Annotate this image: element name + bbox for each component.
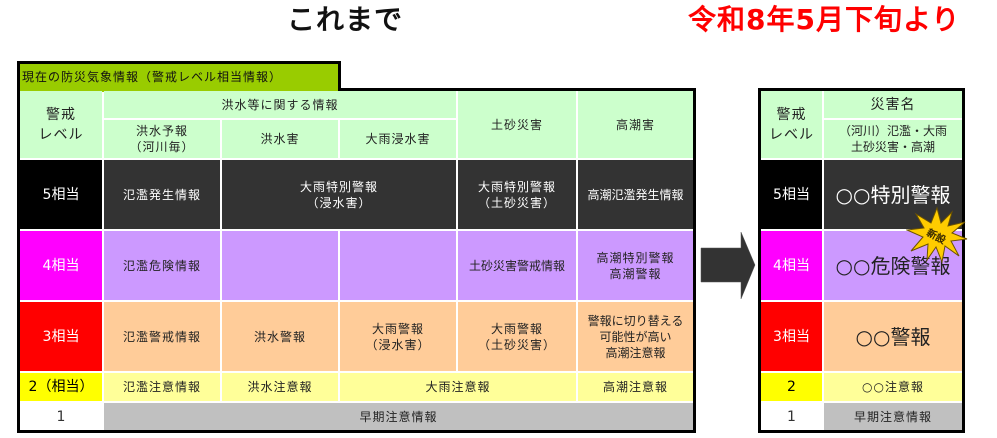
old-l2-storm-surge: 高潮注意報 (578, 373, 693, 401)
old-l2-flood-forecast: 氾濫注意情報 (104, 373, 220, 401)
old-level-2-label: 2（相当） (20, 373, 102, 401)
new-level-2-label: 2 (761, 373, 822, 401)
new-header-disaster-types: （河川）氾濫・大雨 土砂災害・高潮 (824, 120, 962, 158)
old-level-4-label: 4相当 (20, 231, 102, 300)
old-l4-flood-forecast: 氾濫危険情報 (104, 231, 220, 300)
new-l1-early-caution: 早期注意情報 (824, 403, 962, 430)
old-l4-heavy-rain-inundation (340, 231, 456, 300)
old-l5-landslide: 大雨特別警報 （土砂災害） (458, 160, 576, 229)
old-header-flood-group: 洪水等に関する情報 (104, 91, 456, 118)
old-header-flood-damage: 洪水害 (222, 120, 338, 158)
old-l3-flood-damage: 洪水警報 (222, 302, 338, 371)
old-l5-flood-forecast: 氾濫発生情報 (104, 160, 220, 229)
old-header-level: 警戒 レベル (20, 91, 102, 158)
new-level-4-label: 4相当 (761, 231, 822, 300)
new-l5-special-warning: ○○特別警報 (824, 160, 962, 229)
old-l3-landslide: 大雨警報 （土砂災害） (458, 302, 576, 371)
new-level-5-label: 5相当 (761, 160, 822, 229)
old-level-5-label: 5相当 (20, 160, 102, 229)
old-l5-storm-surge: 高潮氾濫発生情報 (578, 160, 693, 229)
title-after: 令和8年5月下旬より (688, 3, 961, 36)
starburst-icon (905, 206, 968, 264)
old-header-landslide: 土砂災害 (458, 91, 576, 158)
new-l2-advisory: ○○注意報 (824, 373, 962, 401)
old-header-storm-surge: 高潮害 (578, 91, 693, 158)
title-before: これまで (286, 3, 403, 36)
old-table-tab-label: 現在の防災気象情報（警戒レベル相当情報） (17, 61, 341, 92)
old-header-heavy-rain-inundation: 大雨浸水害 (340, 120, 456, 158)
old-l3-storm-surge: 警報に切り替える 可能性が高い 高潮注意報 (578, 302, 693, 371)
old-l3-flood-forecast: 氾濫警戒情報 (104, 302, 220, 371)
old-l4-flood-damage (222, 231, 338, 300)
old-header-flood-forecast: 洪水予報 （河川毎） (104, 120, 220, 158)
old-l2-heavy-rain-advisory: 大雨注意報 (340, 373, 576, 401)
old-level-1-label: 1 (20, 403, 102, 430)
new-badge: 新設 (905, 206, 968, 264)
new-l3-warning: ○○警報 (824, 302, 962, 371)
old-l1-early-caution: 早期注意情報 (104, 403, 693, 430)
old-l3-heavy-rain-inundation: 大雨警報 （浸水害） (340, 302, 456, 371)
old-l4-storm-surge: 高潮特別警報 高潮警報 (578, 231, 693, 300)
old-level-3-label: 3相当 (20, 302, 102, 371)
new-header-level: 警戒 レベル (761, 91, 822, 158)
new-level-1-label: 1 (761, 403, 822, 430)
old-l5-heavy-rain-special-inundation: 大雨特別警報 （浸水害） (222, 160, 456, 229)
old-l2-flood-damage: 洪水注意報 (222, 373, 338, 401)
old-l4-landslide: 土砂災害警戒情報 (458, 231, 576, 300)
new-level-3-label: 3相当 (761, 302, 822, 371)
new-header-disaster-name: 災害名 (824, 91, 962, 118)
